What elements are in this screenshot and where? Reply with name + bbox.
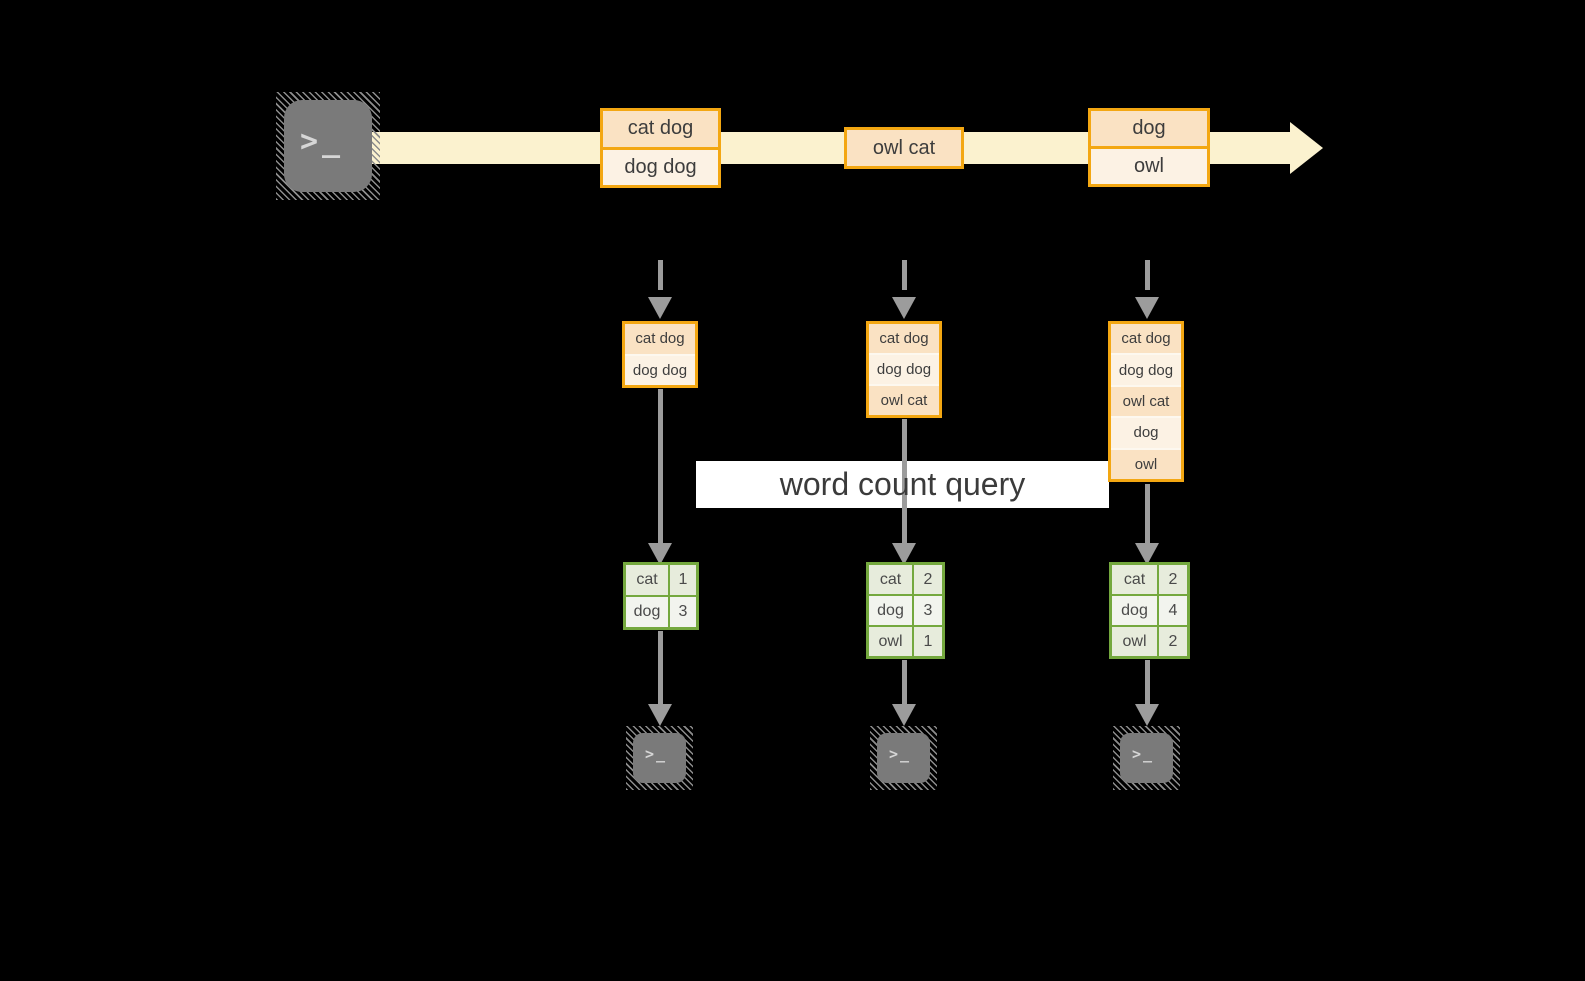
batch-row: dog dog	[603, 146, 718, 185]
count-cell: 2	[1159, 627, 1187, 656]
state-row: cat dog	[1111, 324, 1181, 354]
terminal-icon: >_	[284, 100, 372, 192]
terminal-glyph: >_	[1132, 745, 1155, 763]
state-row: dog dog	[869, 353, 939, 384]
state-box-2: cat dog dog dog owl cat	[866, 321, 942, 418]
sink-arrow-head-icon	[648, 704, 672, 726]
stream-batch-2: owl cat	[844, 127, 964, 169]
count-table-1: cat 1 dog 3	[623, 562, 699, 630]
query-arrow-head-icon	[892, 543, 916, 565]
sink-arrow-line	[657, 631, 663, 705]
terminal-glyph: >_	[645, 745, 668, 763]
dashed-arrow-line	[657, 260, 663, 290]
batch-row: owl cat	[847, 130, 961, 166]
word-cell: owl	[1112, 627, 1157, 656]
query-arrow-line	[1144, 484, 1150, 544]
state-row: dog dog	[625, 353, 695, 385]
word-cell: dog	[1112, 596, 1157, 625]
dashed-arrow-head-icon	[648, 297, 672, 319]
state-row: dog	[1111, 416, 1181, 448]
sink-arrow-head-icon	[1135, 704, 1159, 726]
terminal-glyph: >_	[300, 124, 345, 159]
query-label: word count query	[779, 466, 1026, 502]
terminal-icon: >_	[877, 733, 930, 783]
word-cell: owl	[869, 627, 912, 656]
word-cell: dog	[626, 597, 668, 627]
query-arrow-line	[657, 389, 663, 544]
state-row: owl cat	[1111, 384, 1181, 417]
terminal-icon: >_	[1120, 733, 1173, 783]
state-box-3: cat dog dog dog owl cat dog owl	[1108, 321, 1184, 482]
state-box-1: cat dog dog dog	[622, 321, 698, 388]
count-cell: 4	[1159, 596, 1187, 625]
stream-batch-3: dog owl	[1088, 108, 1210, 187]
count-table-3: cat 2 dog 4 owl 2	[1109, 562, 1190, 659]
query-arrow-head-icon	[1135, 543, 1159, 565]
count-cell: 1	[670, 565, 696, 595]
dashed-arrow-line	[901, 260, 907, 290]
word-cell: cat	[869, 565, 912, 594]
state-row: dog dog	[1111, 353, 1181, 385]
stream-batch-1: cat dog dog dog	[600, 108, 721, 188]
count-cell: 3	[670, 597, 696, 627]
terminal-glyph: >_	[889, 745, 912, 763]
state-row: cat dog	[625, 324, 695, 354]
state-row: owl	[1111, 447, 1181, 480]
sink-terminal-icon-1: >_	[626, 726, 693, 790]
count-cell: 2	[1159, 565, 1187, 594]
query-arrow-line	[901, 419, 907, 544]
query-arrow-head-icon	[648, 543, 672, 565]
sink-terminal-icon-2: >_	[870, 726, 937, 790]
dashed-arrow-head-icon	[1135, 297, 1159, 319]
count-table-2: cat 2 dog 3 owl 1	[866, 562, 945, 659]
batch-row: cat dog	[603, 111, 718, 147]
sink-arrow-line	[901, 660, 907, 705]
sink-arrow-line	[1144, 660, 1150, 705]
state-row: cat dog	[869, 324, 939, 353]
terminal-icon: >_	[633, 733, 686, 783]
word-cell: cat	[1112, 565, 1157, 594]
count-cell: 3	[914, 596, 942, 625]
batch-row: dog	[1091, 111, 1207, 146]
count-cell: 2	[914, 565, 942, 594]
source-terminal-icon: >_	[276, 92, 380, 200]
dashed-arrow-line	[1144, 260, 1150, 290]
word-cell: cat	[626, 565, 668, 595]
count-cell: 1	[914, 627, 942, 656]
dashed-arrow-head-icon	[892, 297, 916, 319]
batch-row: owl	[1091, 146, 1207, 184]
stream-arrowhead-icon	[1290, 122, 1323, 174]
sink-arrow-head-icon	[892, 704, 916, 726]
state-row: owl cat	[869, 384, 939, 415]
word-cell: dog	[869, 596, 912, 625]
sink-terminal-icon-3: >_	[1113, 726, 1180, 790]
